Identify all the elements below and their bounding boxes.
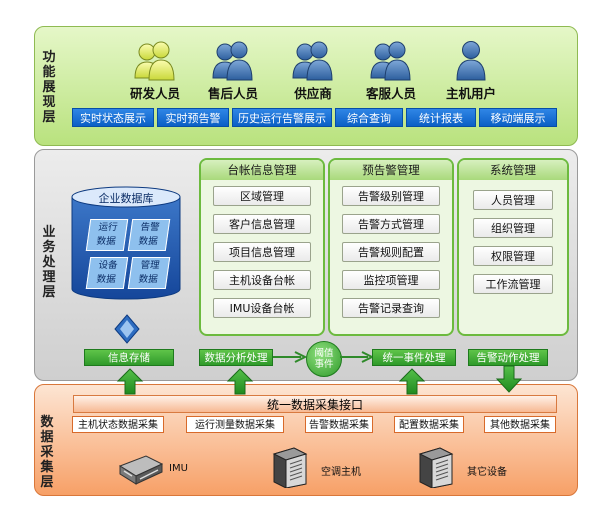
alarm-action-button[interactable]: 告警动作处理 [468,349,548,366]
info-storage-button[interactable]: 信息存储 [84,349,174,366]
collector-host-status[interactable]: 主机状态数据采集 [72,416,164,433]
down-arrow-icon [495,365,523,393]
panel-alarm: 预告警管理 告警级别管理 告警方式管理 告警规则配置 监控项管理 告警记录查询 [328,158,454,336]
alarm-method[interactable]: 告警方式管理 [342,214,440,234]
alarm-record[interactable]: 告警记录查询 [342,298,440,318]
ledger-customer[interactable]: 客户信息管理 [213,214,311,234]
system-org[interactable]: 组织管理 [473,218,553,238]
collector-alarm[interactable]: 告警数据采集 [305,416,373,433]
user-label: 研发人员 [129,86,180,101]
unified-interface-bar: 统一数据采集接口 [73,395,557,413]
collector-other[interactable]: 其他数据采集 [484,416,556,433]
system-permission[interactable]: 权限管理 [473,246,553,266]
panel-system-title: 系统管理 [459,160,567,180]
other-device-label: 其它设备 [467,467,507,478]
func-mobile[interactable]: 移动端展示 [479,108,557,127]
data-layer-title: 数据采集层 [40,415,54,490]
imu-device-icon [118,455,164,485]
panel-alarm-title: 预告警管理 [330,160,452,180]
people-icon [292,41,333,81]
alarm-level[interactable]: 告警级别管理 [342,186,440,206]
bidirectional-arrow-icon [114,314,140,344]
alarm-monitor[interactable]: 监控项管理 [342,270,440,290]
user-label: 售后人员 [207,86,258,101]
panel-ledger: 台帐信息管理 区域管理 客户信息管理 项目信息管理 主机设备台帐 IMU设备台帐 [199,158,325,336]
db-alarm-data: 告警数据 [127,219,171,251]
right-arrow-icon [273,351,307,363]
user-supplier: 供应商 [278,40,348,102]
user-label: 主机用户 [445,86,496,101]
user-label: 客服人员 [365,86,416,101]
people-icon [134,41,175,81]
system-workflow[interactable]: 工作流管理 [473,274,553,294]
ac-host-label: 空调主机 [321,467,361,478]
user-aftersales: 售后人员 [198,40,268,102]
business-layer-title: 业务处理层 [42,225,56,300]
threshold-event-node: 阈值事件 [306,341,342,377]
func-report[interactable]: 统计报表 [406,108,476,127]
user-service: 客服人员 [356,40,426,102]
db-run-data: 运行数据 [85,219,129,251]
other-device-icon [418,447,454,488]
alarm-rule[interactable]: 告警规则配置 [342,242,440,262]
event-handling-button[interactable]: 统一事件处理 [372,349,456,366]
up-arrow-icon [116,368,144,395]
ledger-imu[interactable]: IMU设备台帐 [213,298,311,318]
ledger-host[interactable]: 主机设备台帐 [213,270,311,290]
func-realtime-status[interactable]: 实时状态展示 [72,108,154,127]
person-icon [456,41,486,81]
panel-ledger-title: 台帐信息管理 [201,160,323,180]
db-manage-data: 管理数据 [127,257,171,289]
up-arrow-icon [226,368,254,395]
ledger-project[interactable]: 项目信息管理 [213,242,311,262]
func-realtime-alarm[interactable]: 实时预告警 [157,108,229,127]
panel-system: 系统管理 人员管理 组织管理 权限管理 工作流管理 [457,158,569,336]
user-rd: 研发人员 [120,40,190,102]
right-arrow-icon [340,351,374,363]
ledger-region[interactable]: 区域管理 [213,186,311,206]
ac-host-icon [272,447,308,488]
people-icon [212,41,253,81]
imu-label: IMU [169,463,188,474]
up-arrow-icon [398,368,426,395]
system-user[interactable]: 人员管理 [473,190,553,210]
enterprise-database: 企业数据库 运行数据 告警数据 设备数据 管理数据 [70,185,182,301]
db-device-data: 设备数据 [85,257,129,289]
collector-measure[interactable]: 运行测量数据采集 [186,416,284,433]
display-layer-title: 功能展现层 [42,50,56,125]
user-host: 主机用户 [436,40,506,102]
user-label: 供应商 [294,86,332,101]
data-analysis-button[interactable]: 数据分析处理 [199,349,273,366]
people-icon [370,41,411,81]
database-title: 企业数据库 [98,192,154,205]
collector-config[interactable]: 配置数据采集 [394,416,464,433]
func-history-alarm[interactable]: 历史运行告警展示 [232,108,332,127]
func-query[interactable]: 综合查询 [335,108,403,127]
